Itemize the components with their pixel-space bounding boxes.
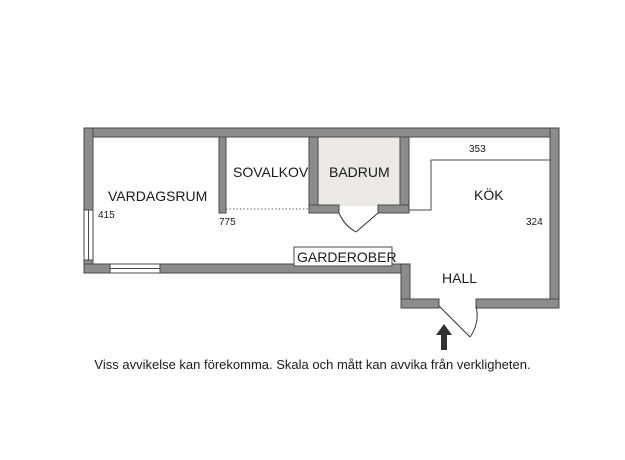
room-label-badrum: BADRUM: [329, 164, 390, 180]
room-label-hall: HALL: [442, 270, 477, 286]
room-label-sovalkov: SOVALKOV: [233, 164, 309, 180]
kitchen-counter: [409, 159, 550, 211]
entrance-door: [438, 305, 478, 338]
entrance-arrow-icon: [436, 324, 452, 350]
room-label-vardagsrum: VARDAGSRUM: [108, 188, 207, 204]
window-bottom: [109, 263, 161, 274]
bathroom-door: [338, 212, 379, 233]
dimension-kok-width: 353: [469, 144, 486, 155]
garderober-box: [293, 246, 393, 267]
room-label-kok: KÖK: [474, 186, 504, 203]
interior-walls: [218, 136, 410, 214]
window-left: [83, 209, 94, 261]
exterior-walls: [83, 127, 560, 309]
room-label-garderober: GARDEROBER: [297, 249, 397, 265]
dimension-length: 775: [219, 217, 236, 228]
disclaimer-text: Viss avvikelse kan förekomma. Skala och …: [94, 357, 531, 372]
dimension-vardagsrum: 415: [98, 210, 115, 221]
badrum-floor: [318, 137, 400, 206]
dimension-kok-depth: 324: [526, 217, 543, 228]
